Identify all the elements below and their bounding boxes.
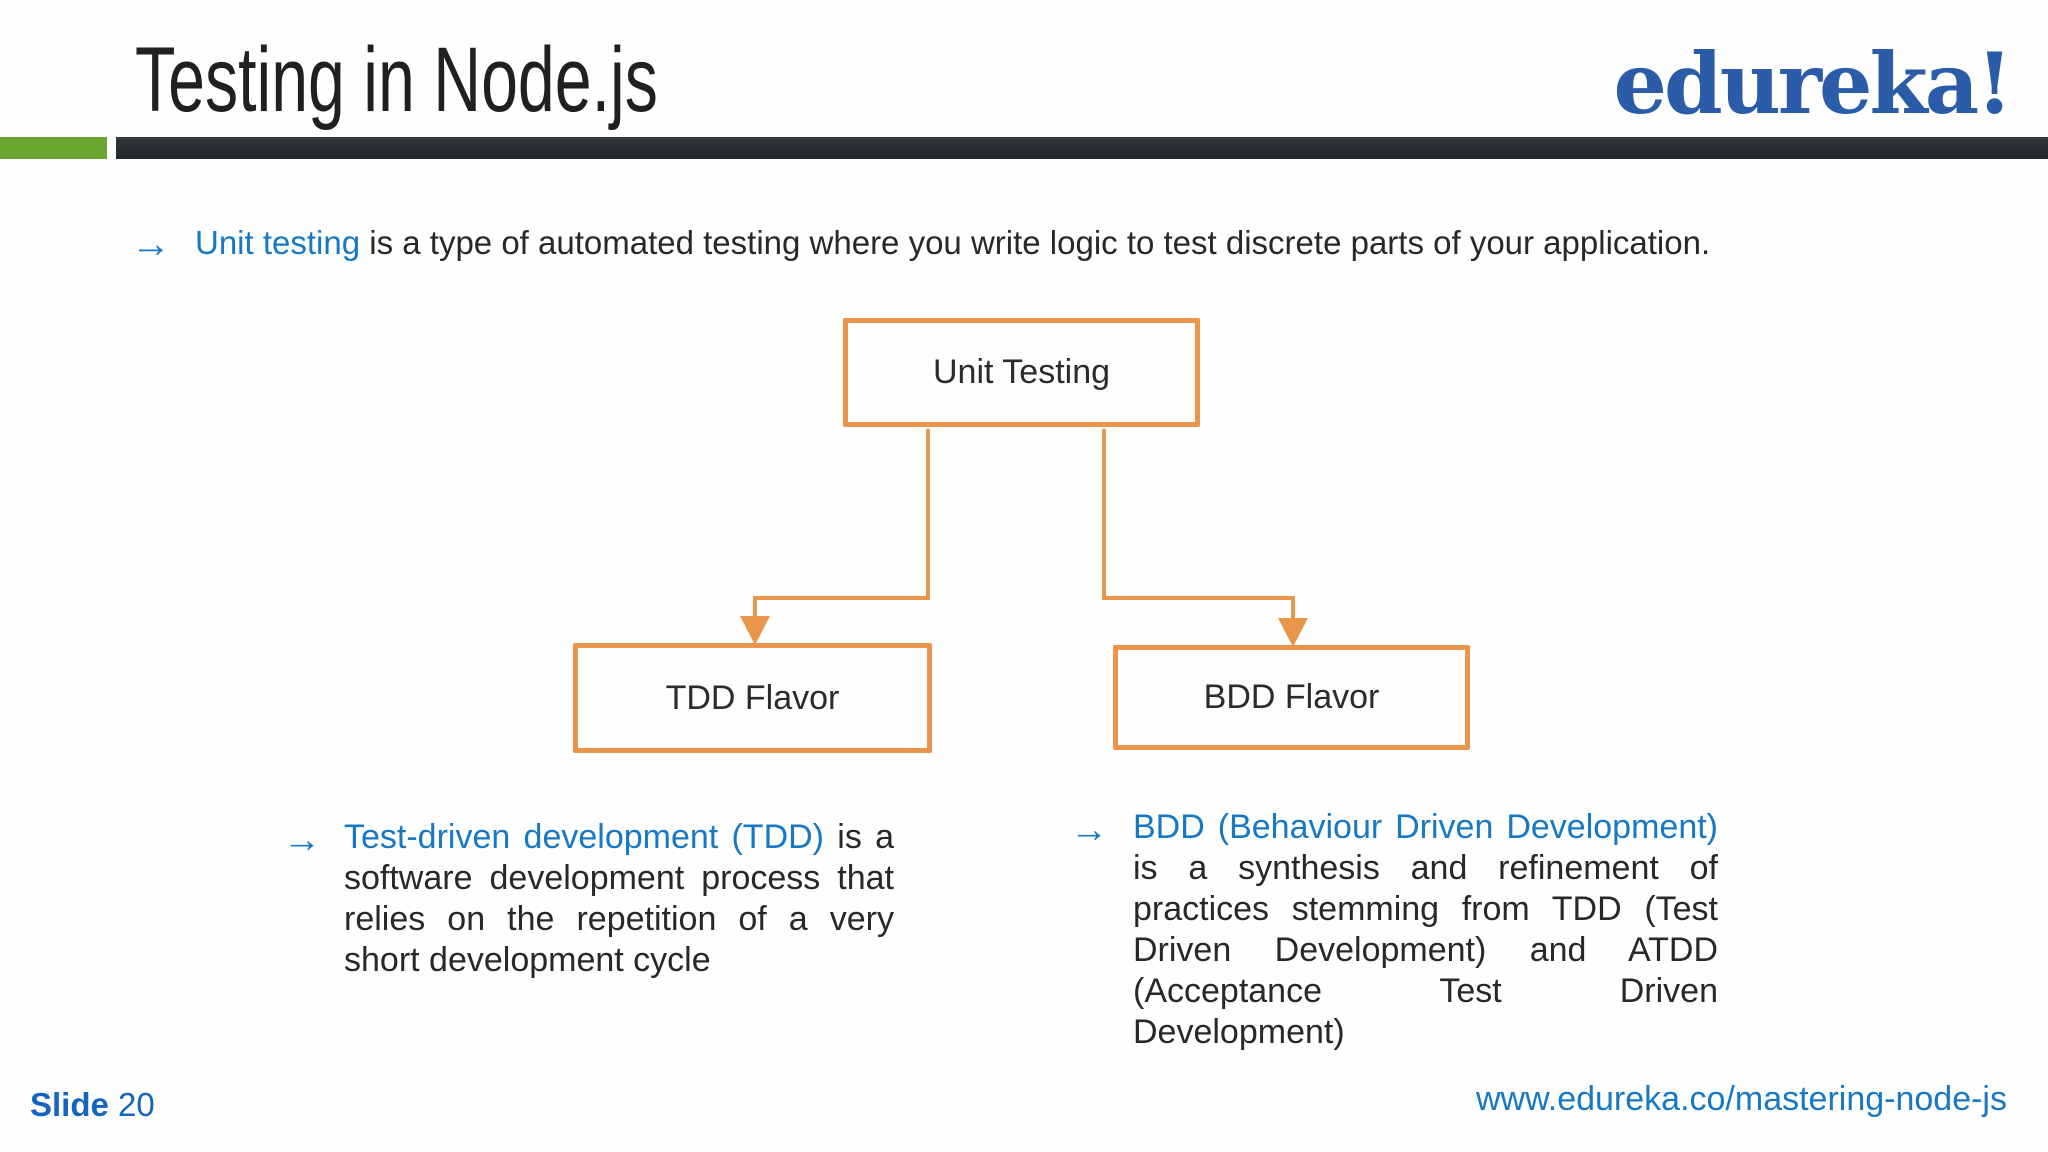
edureka-logo: edureka!	[1613, 34, 2013, 133]
tdd-description: Test-driven development (TDD) is a softw…	[344, 817, 894, 981]
bullet-arrow-icon: →	[1070, 809, 1108, 851]
tdd-flavor-label: TDD Flavor	[665, 678, 840, 717]
slide-heading: Testing in Node.js	[135, 29, 658, 131]
tdd-flavor-box: TDD Flavor	[573, 643, 932, 753]
unit-testing-box: Unit Testing	[843, 318, 1200, 427]
slide-number-label: Slide	[30, 1086, 109, 1123]
bdd-flavor-label: BDD Flavor	[1203, 678, 1380, 716]
bdd-description: BDD (Behaviour Driven Development) is a …	[1133, 807, 1718, 1053]
slide-number: Slide 20	[30, 1086, 155, 1124]
intro-highlight: Unit testing	[195, 224, 361, 261]
divider-green-accent	[0, 137, 107, 159]
intro-sentence: Unit testing is a type of automated test…	[195, 221, 1710, 265]
unit-testing-label: Unit Testing	[932, 353, 1111, 391]
bullet-arrow-icon: →	[131, 222, 171, 266]
slide-number-value: 20	[118, 1086, 155, 1123]
divider-bar	[116, 137, 2048, 159]
bdd-description-highlight: BDD (Behaviour Driven Development)	[1133, 808, 1718, 846]
bdd-flavor-box: BDD Flavor	[1113, 645, 1470, 750]
bdd-description-rest: is a synthesis and refinement of practic…	[1133, 849, 1718, 1051]
intro-rest: is a type of automated testing where you…	[360, 224, 1711, 261]
bullet-arrow-icon: →	[283, 819, 321, 861]
footer-url-link[interactable]: www.edureka.co/mastering-node-js	[1475, 1080, 2007, 1118]
tdd-description-rest: is a software development process that r…	[344, 818, 894, 979]
tdd-description-highlight: Test-driven development (TDD)	[344, 818, 825, 856]
